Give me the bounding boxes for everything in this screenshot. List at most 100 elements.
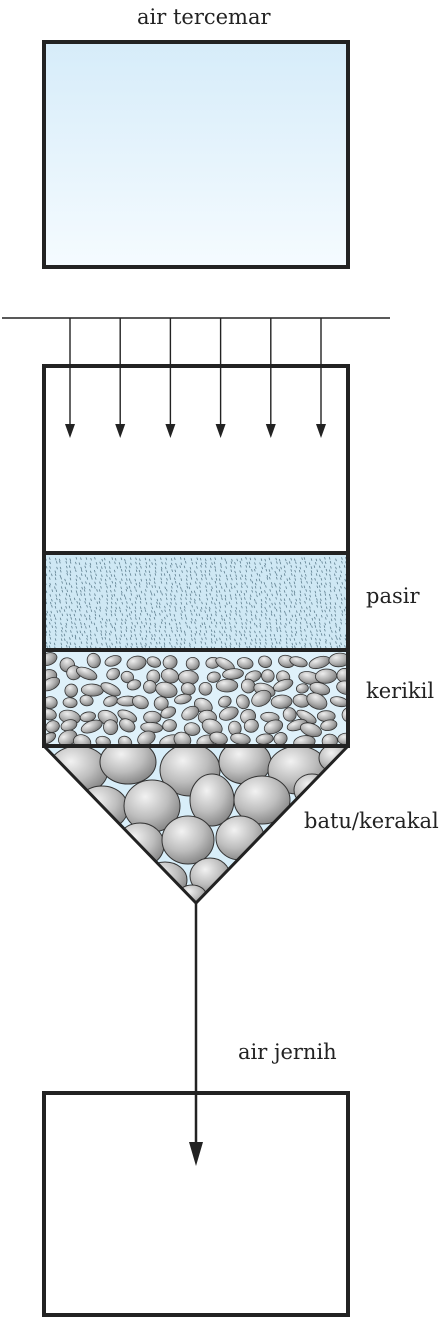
sand-grain — [339, 605, 341, 609]
sand-grain — [319, 638, 321, 642]
sand-grain — [111, 625, 114, 629]
sand-grain — [259, 638, 261, 642]
sand-grain — [46, 645, 48, 648]
sand-grain — [113, 574, 116, 578]
sand-grain — [134, 601, 137, 604]
sand-grain — [160, 566, 163, 570]
sand-grain — [215, 621, 218, 625]
sand-grain — [285, 613, 287, 616]
sand-grain — [300, 629, 302, 633]
sand-grain — [175, 562, 177, 566]
sand-grain — [119, 609, 122, 613]
sand-grain — [190, 620, 193, 624]
gravel-pebble — [137, 730, 156, 744]
sand-grain — [65, 601, 68, 604]
sand-grain — [278, 641, 281, 645]
sand-grain — [144, 569, 147, 573]
sand-grain — [258, 592, 261, 596]
sand-grain — [300, 580, 303, 584]
inflow-arrow — [215, 318, 226, 438]
sand-grain — [105, 582, 107, 586]
sand-grain — [138, 562, 141, 566]
sand-grain — [294, 633, 297, 637]
sand-grain — [259, 630, 261, 634]
sand-grain — [291, 573, 293, 576]
sand-grain — [183, 565, 186, 569]
sand-grain — [61, 626, 64, 630]
sand-grain — [106, 585, 108, 589]
sand-grain — [130, 593, 133, 596]
sand-grain — [304, 645, 306, 648]
sand-grain — [153, 593, 156, 596]
sand-grain — [243, 592, 246, 596]
gravel-pebble — [183, 722, 201, 736]
sand-grain — [161, 633, 163, 637]
sand-grain — [168, 622, 171, 626]
sand-grain — [269, 605, 271, 608]
sand-grain — [250, 613, 253, 617]
sand-grain — [251, 589, 253, 593]
sand-grain — [295, 598, 298, 602]
sand-grain — [303, 609, 306, 613]
sand-grain — [334, 562, 336, 565]
sand-grain — [180, 601, 183, 605]
sand-grain — [219, 582, 221, 586]
sand-grain — [69, 613, 72, 617]
sand-grain — [184, 561, 187, 564]
sand-grain — [80, 569, 83, 573]
sand-grain — [184, 633, 187, 636]
sand-grain — [240, 597, 243, 601]
sand-grain — [225, 566, 227, 569]
sand-grain — [186, 585, 189, 589]
sand-grain — [260, 613, 263, 617]
sand-grain — [191, 561, 194, 565]
sand-grain — [283, 565, 286, 569]
sand-grain — [151, 562, 153, 565]
sand-grain — [130, 589, 132, 593]
sand-grain — [270, 561, 272, 565]
gravel-pebble — [240, 678, 256, 694]
sand-grain — [340, 642, 342, 646]
sand-grain — [95, 573, 97, 577]
sand-grain — [315, 573, 318, 576]
sand-grain — [305, 613, 308, 617]
sand-grain — [305, 634, 308, 638]
sand-grain — [94, 633, 96, 637]
sand-grain — [293, 592, 296, 596]
sand-grain — [190, 597, 192, 601]
sand-grain — [283, 598, 286, 601]
sand-grain — [229, 617, 231, 620]
sand-grain — [144, 609, 147, 613]
sand-grain — [255, 578, 258, 582]
sand-grain — [65, 593, 68, 596]
sand-grain — [108, 561, 111, 564]
sand-grain — [205, 585, 207, 589]
sand-grain — [189, 582, 192, 586]
sand-grain — [154, 581, 156, 585]
sand-grain — [244, 630, 246, 633]
sand-grain — [318, 618, 321, 622]
sand-grain — [65, 561, 68, 564]
sand-grain — [170, 597, 172, 601]
sand-grain — [158, 586, 161, 589]
sand-grain — [274, 570, 277, 574]
gravel-pebble — [79, 694, 94, 707]
sand-grain — [86, 577, 89, 580]
sand-grain — [110, 589, 112, 593]
sand-grain — [258, 574, 261, 577]
sand-grain — [154, 573, 157, 576]
sand-grain — [164, 605, 166, 609]
sand-grain — [309, 590, 311, 593]
sand-grain — [294, 569, 296, 573]
sand-grain — [134, 578, 137, 582]
gravel-pebble — [251, 689, 272, 707]
sand-grain — [211, 597, 214, 600]
sand-grain — [318, 642, 321, 645]
sand-grain — [70, 617, 73, 620]
sand-grain — [129, 613, 131, 616]
sand-grain — [191, 617, 193, 621]
gravel-pebble — [261, 669, 275, 683]
sand-grain — [54, 586, 56, 590]
sand-grain — [204, 558, 207, 562]
gravel-pebble — [328, 652, 348, 668]
